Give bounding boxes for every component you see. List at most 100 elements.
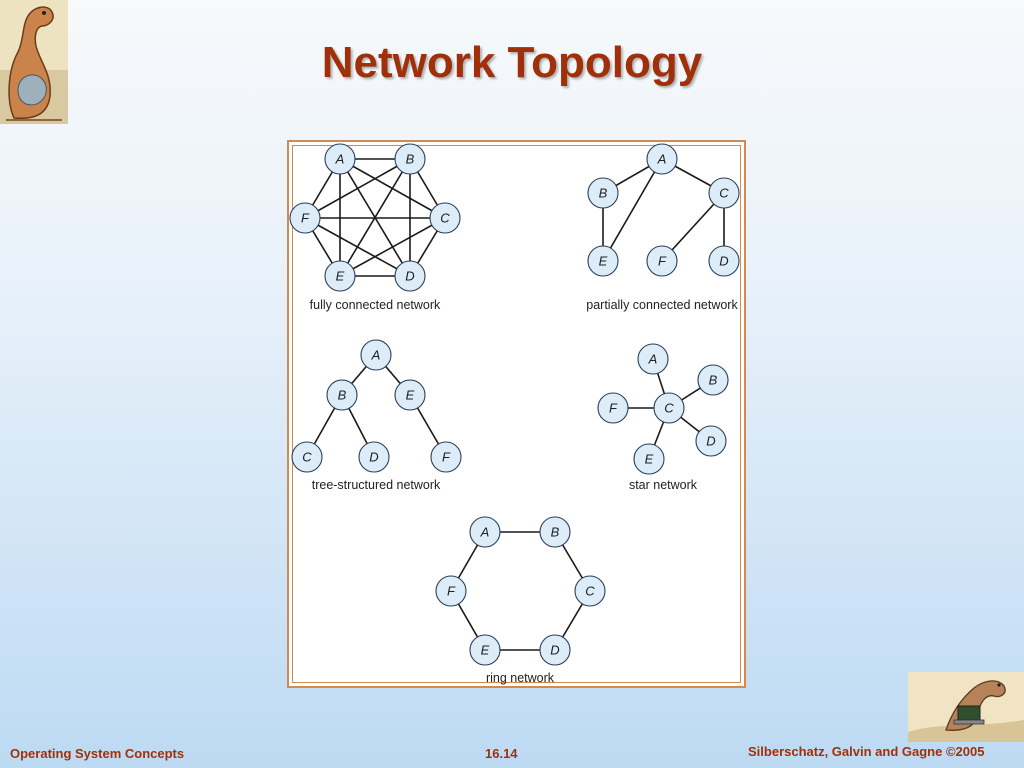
node-label: B <box>599 186 608 201</box>
footer-copyright: Silberschatz, Galvin and Gagne ©2005 <box>748 744 985 759</box>
node-label: E <box>481 643 490 658</box>
footer-course-title: Operating System Concepts <box>10 746 185 761</box>
dinosaur-icon <box>0 0 68 124</box>
node-circle <box>289 202 321 234</box>
star-node-A: A <box>637 343 669 375</box>
star-node-C: C <box>653 392 685 424</box>
tree-structured-node-D: D <box>358 441 390 473</box>
ring-node-E: E <box>469 634 501 666</box>
node-label: E <box>336 269 345 284</box>
partially-connected-caption: partially connected network <box>586 298 738 312</box>
node-label: B <box>338 388 347 403</box>
fully-connected-node-E: E <box>324 260 356 292</box>
node-circle <box>633 443 665 475</box>
node-circle <box>358 441 390 473</box>
node-label: C <box>585 584 595 599</box>
fully-connected-edge-D-F <box>304 217 411 277</box>
node-circle <box>394 379 426 411</box>
node-circle <box>324 260 356 292</box>
node-circle <box>697 364 729 396</box>
node-circle <box>653 392 685 424</box>
node-label: D <box>550 643 559 658</box>
ring-node-C: C <box>574 575 606 607</box>
tree-structured-caption: tree-structured network <box>312 478 441 492</box>
partially-connected-edge-A-E <box>602 158 663 262</box>
footer-slide-number: 16.14 <box>485 746 518 761</box>
partially-connected-node-F: F <box>646 245 678 277</box>
node-circle <box>539 516 571 548</box>
star-node-E: E <box>633 443 665 475</box>
node-label: A <box>648 352 658 367</box>
node-circle <box>435 575 467 607</box>
node-circle <box>430 441 462 473</box>
ring-node-A: A <box>469 516 501 548</box>
tree-structured-node-A: A <box>360 339 392 371</box>
fully-connected-node-B: B <box>394 143 426 175</box>
ring-node-D: D <box>539 634 571 666</box>
tree-structured-node-B: B <box>326 379 358 411</box>
node-circle <box>326 379 358 411</box>
node-label: B <box>551 525 560 540</box>
fully-connected-node-F: F <box>289 202 321 234</box>
node-label: D <box>369 450 378 465</box>
node-circle <box>708 177 740 209</box>
node-label: C <box>719 186 729 201</box>
node-circle <box>469 634 501 666</box>
fully-connected-edge-C-E <box>339 217 446 277</box>
node-circle <box>637 343 669 375</box>
node-label: B <box>406 152 415 167</box>
node-circle <box>469 516 501 548</box>
node-circle <box>695 425 727 457</box>
tree-structured-node-E: E <box>394 379 426 411</box>
tree-structured-node-F: F <box>430 441 462 473</box>
node-circle <box>394 143 426 175</box>
star-node-F: F <box>597 392 629 424</box>
partially-connected-node-A: A <box>646 143 678 175</box>
tree-structured-node-C: C <box>291 441 323 473</box>
slide-title: Network Topology <box>321 38 703 87</box>
fully-connected-caption: fully connected network <box>310 298 441 312</box>
node-circle <box>360 339 392 371</box>
node-circle <box>394 260 426 292</box>
partially-connected-node-B: B <box>587 177 619 209</box>
node-label: F <box>609 401 618 416</box>
partially-connected-node-E: E <box>587 245 619 277</box>
node-circle <box>708 245 740 277</box>
fully-connected-node-C: C <box>429 202 461 234</box>
node-label: D <box>719 254 728 269</box>
node-circle <box>574 575 606 607</box>
node-label: B <box>709 373 718 388</box>
node-label: F <box>442 450 451 465</box>
node-label: F <box>658 254 667 269</box>
node-circle <box>324 143 356 175</box>
node-label: E <box>406 388 415 403</box>
star-node-D: D <box>695 425 727 457</box>
fully-connected-edge-B-F <box>304 158 411 219</box>
node-circle <box>597 392 629 424</box>
fully-connected-node-D: D <box>394 260 426 292</box>
node-circle <box>539 634 571 666</box>
partially-connected-node-C: C <box>708 177 740 209</box>
node-label: C <box>440 211 450 226</box>
node-label: C <box>664 401 674 416</box>
star-caption: star network <box>629 478 698 492</box>
node-circle <box>429 202 461 234</box>
ring-node-F: F <box>435 575 467 607</box>
node-label: A <box>657 152 667 167</box>
ring-caption: ring network <box>486 671 555 685</box>
node-label: D <box>706 434 715 449</box>
fully-connected-node-A: A <box>324 143 356 175</box>
node-circle <box>646 245 678 277</box>
node-label: E <box>645 452 654 467</box>
ring-node-B: B <box>539 516 571 548</box>
dinosaur-laptop-icon <box>908 672 1024 742</box>
node-label: A <box>371 348 381 363</box>
node-circle <box>646 143 678 175</box>
node-circle <box>587 177 619 209</box>
